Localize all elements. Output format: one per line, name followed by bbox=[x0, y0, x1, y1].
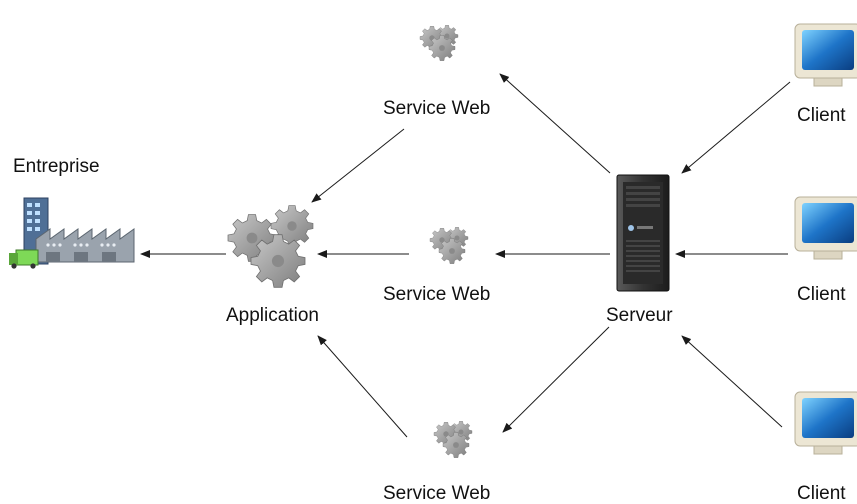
client-top-monitor-icon bbox=[794, 23, 857, 87]
arrow-serveur-to-service-web-bottom bbox=[502, 326, 610, 433]
server-icon bbox=[616, 174, 670, 292]
service-web-top-label: Service Web bbox=[383, 98, 491, 119]
arrows bbox=[140, 73, 791, 438]
arrow-service-web-bottom-to-application bbox=[317, 335, 408, 438]
service-web-bottom-label: Service Web bbox=[383, 483, 491, 504]
client-top-label: Client bbox=[797, 105, 846, 126]
arrow-client-top-to-serveur bbox=[681, 81, 791, 174]
service-web-mid-gears-icon bbox=[429, 226, 469, 264]
service-web-top-gears-icon bbox=[419, 24, 459, 61]
service-web-bottom-gears-icon bbox=[433, 420, 473, 458]
application-label: Application bbox=[226, 305, 319, 326]
application-gears-icon bbox=[227, 204, 314, 289]
client-mid-label: Client bbox=[797, 284, 846, 305]
client-bottom-label: Client bbox=[797, 483, 846, 504]
arrow-client-bottom-to-serveur bbox=[681, 335, 783, 428]
factory-icon bbox=[9, 197, 135, 269]
client-mid-monitor-icon bbox=[794, 196, 857, 260]
client-bottom-monitor-icon bbox=[794, 391, 857, 455]
arrow-serveur-to-service-web-top bbox=[499, 73, 611, 174]
entreprise-label: Entreprise bbox=[13, 156, 100, 177]
service-web-mid-label: Service Web bbox=[383, 284, 491, 305]
serveur-label: Serveur bbox=[606, 305, 673, 326]
arrow-service-web-top-to-application bbox=[311, 128, 405, 203]
